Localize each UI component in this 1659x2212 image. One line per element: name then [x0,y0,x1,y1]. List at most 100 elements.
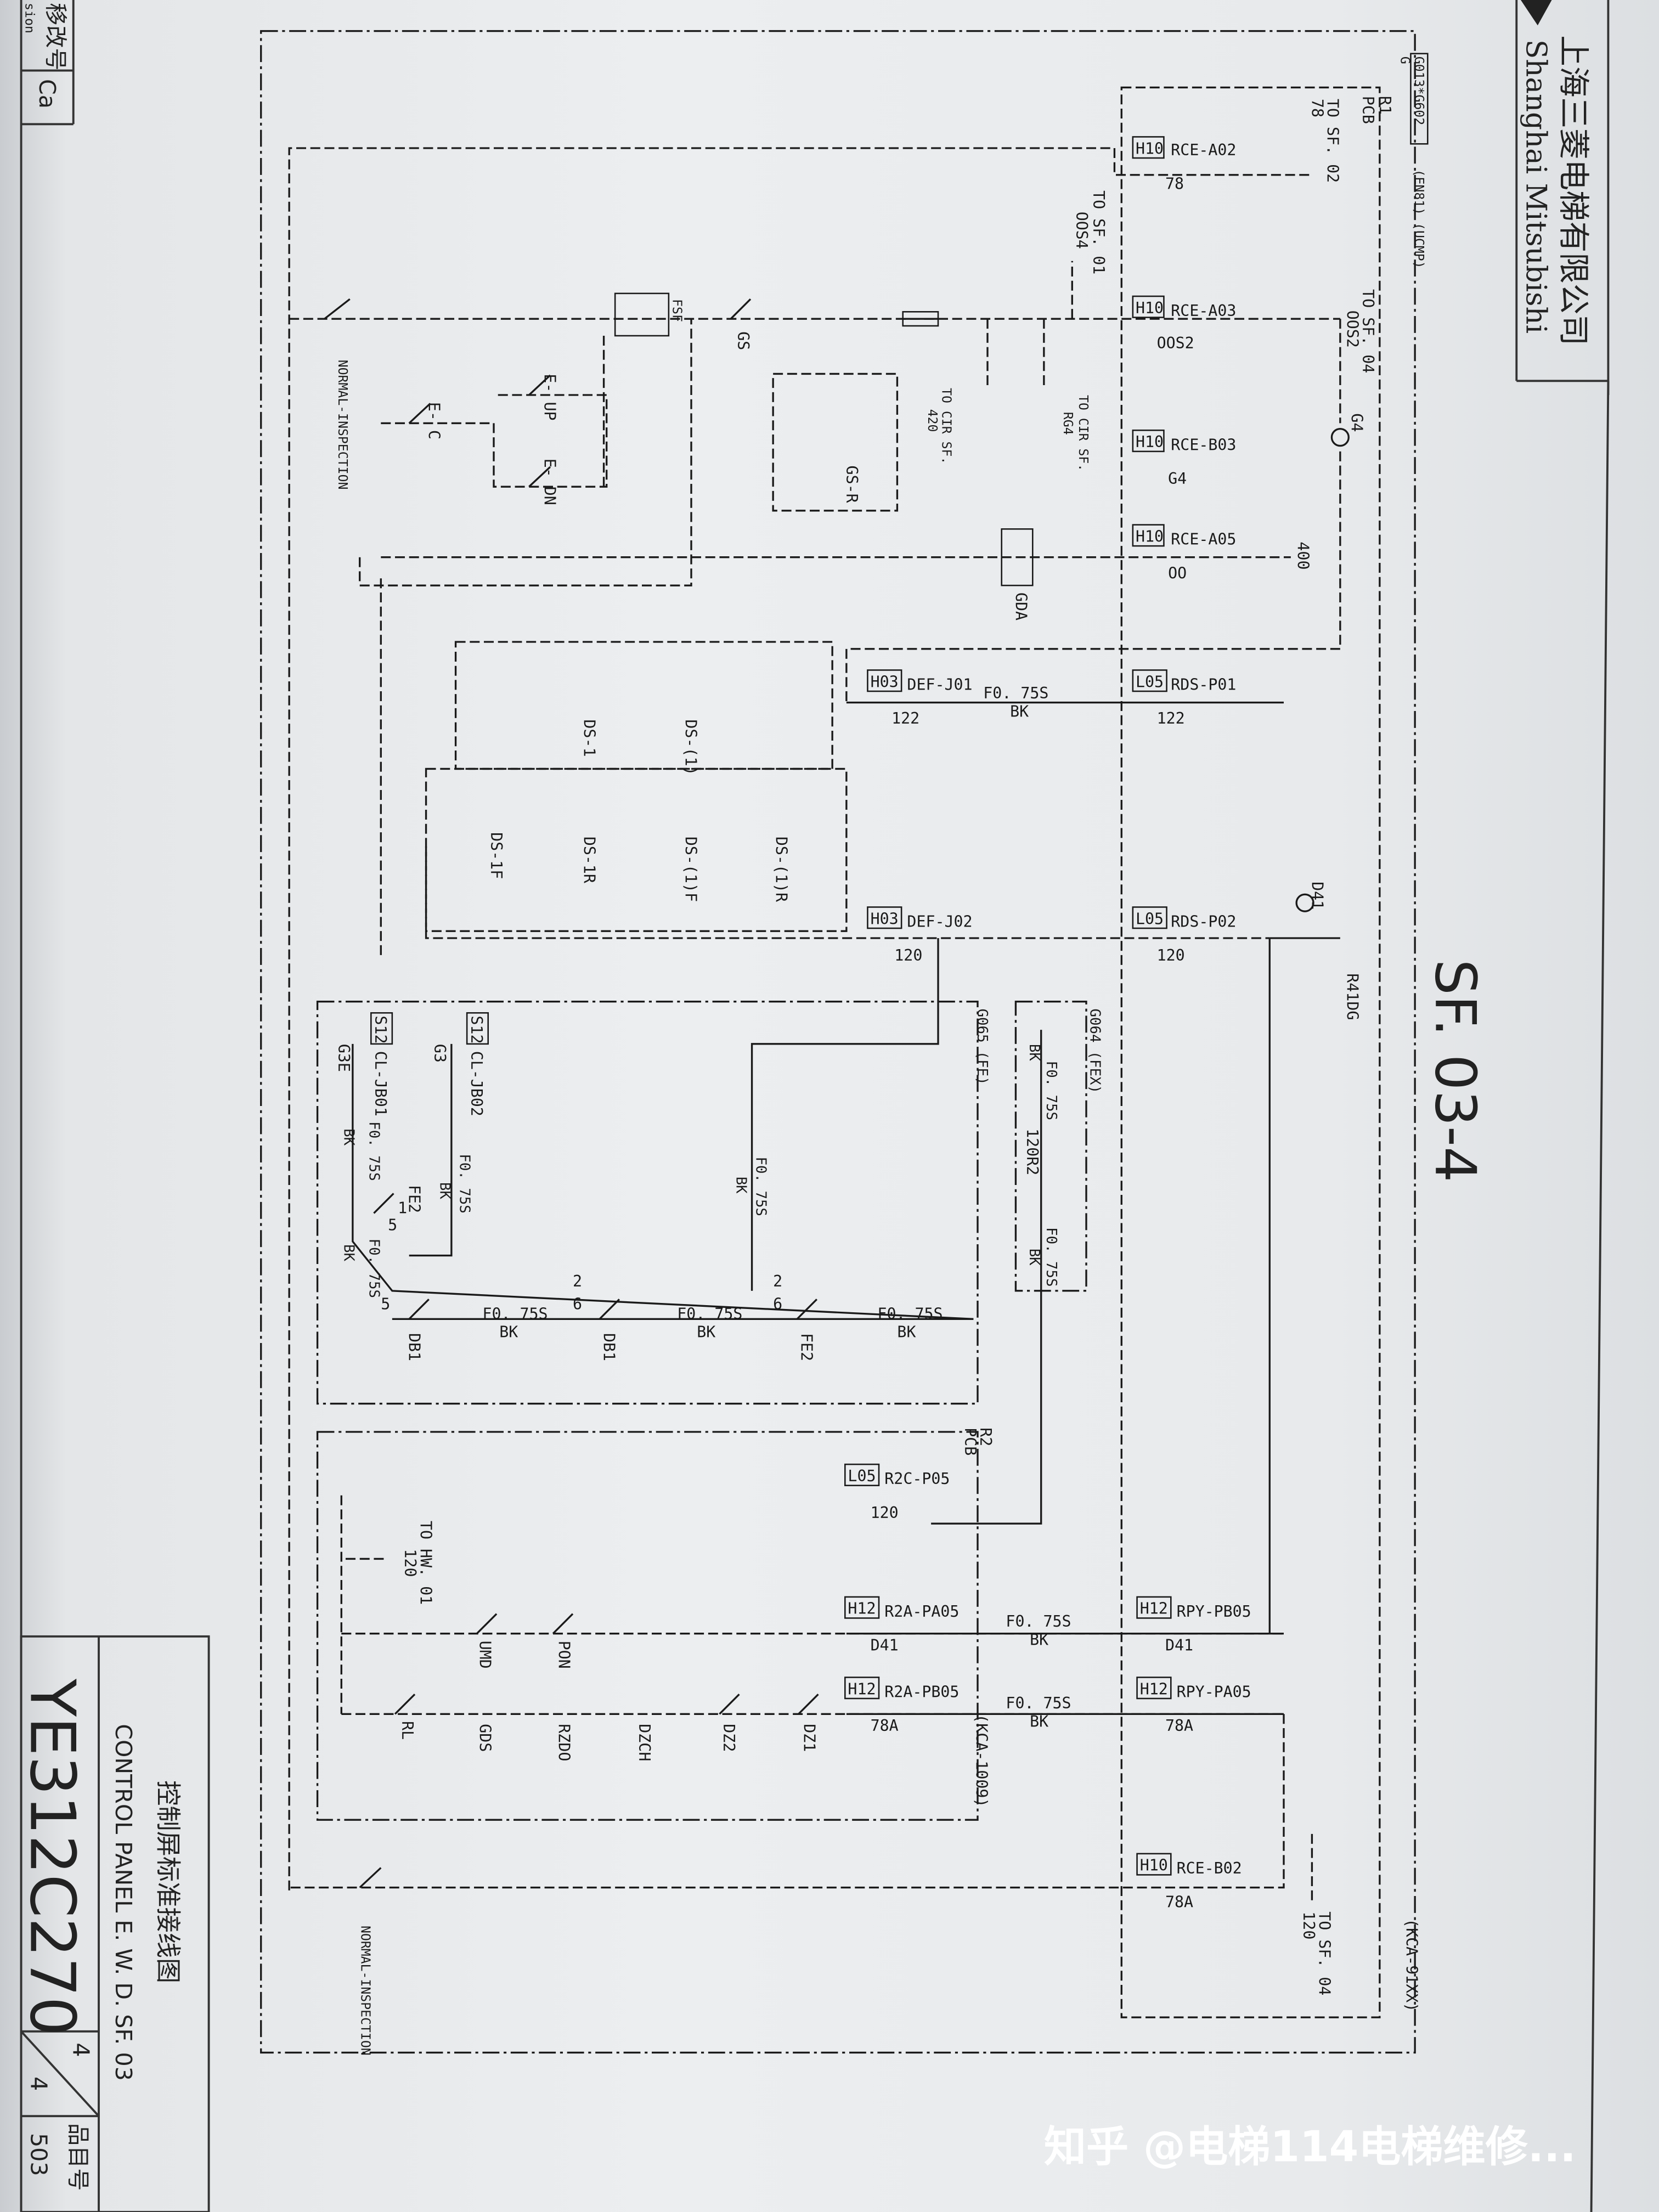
connector-cl-jb02: S12 CL-JB02 G3 [431,1012,489,1116]
svg-text:D41: D41 [1308,882,1326,910]
item-label: 品目号 [65,2123,92,2191]
door-switch-box-1 [454,641,833,770]
svg-text:(KCA-1009): (KCA-1009) [972,1714,990,1807]
svg-text:120: 120 [1300,1911,1318,1939]
svg-text:78A: 78A [1165,1893,1193,1911]
drawing-title-cn: 控制屏标准接线图 [154,1780,183,1983]
svg-text:R2C-P05: R2C-P05 [884,1470,950,1488]
svg-text:(KCA-91XX): (KCA-91XX) [1403,1918,1421,2012]
wire-spec: F0. 75S [752,1157,769,1216]
wire-spec: F0. 75S [1006,1694,1071,1712]
wire-spec: F0. 75S [1006,1612,1071,1630]
connector-cl-jb01: S12 CL-JB01 G3E [335,1012,393,1116]
svg-text:DZ1: DZ1 [800,1724,819,1752]
svg-text:DZCH: DZCH [635,1724,653,1761]
svg-text:5: 5 [381,1295,390,1313]
svg-text:(FE): (FE) [974,1051,990,1085]
connector-rds-p02: L05 RDS-P02 120 [1132,906,1236,964]
svg-text:PCB: PCB [961,1427,979,1455]
svg-text:TO HW. 01: TO HW. 01 [416,1521,435,1605]
svg-text:RDS-P01: RDS-P01 [1171,675,1236,693]
drawing-title-en: CONTROL PANEL E. W. D. SF. 03 [110,1724,137,2081]
wire-color: BK [1030,1630,1048,1649]
connector-r2a-pa05: H12 R2A-PA05 D41 [844,1596,959,1655]
sheet-id: SF. 03-4 [1423,960,1488,1183]
svg-text:OOS2: OOS2 [1157,334,1194,352]
svg-text:RCE-A03: RCE-A03 [1171,302,1236,320]
svg-text:FE2: FE2 [798,1333,816,1361]
svg-text:E- C: E- C [425,402,443,439]
svg-text:TO CIR SF.: TO CIR SF. [1076,395,1090,471]
svg-text:TO CIR SF.: TO CIR SF. [939,388,953,464]
svg-text:R2A-PA05: R2A-PA05 [884,1602,959,1621]
fex-board-boundary [1014,1001,1087,1292]
svg-text:TO SF. 04: TO SF. 04 [1359,289,1377,373]
svg-text:OOS2: OOS2 [1344,311,1362,348]
svg-text:RPY-PA05: RPY-PA05 [1177,1683,1251,1701]
board-standard: (EN81) (UCMP) [1412,170,1426,269]
svg-text:H10: H10 [1136,433,1164,451]
svg-text:DZ2: DZ2 [720,1724,738,1752]
svg-text:RCE-B03: RCE-B03 [1171,436,1236,454]
svg-text:RCE-A05: RCE-A05 [1171,531,1236,549]
svg-text:GDA: GDA [1012,592,1030,620]
svg-text:5: 5 [388,1216,397,1234]
svg-text:420: 420 [925,409,939,432]
svg-text:DEF-J01: DEF-J01 [907,675,972,693]
svg-text:OO: OO [1168,564,1187,582]
svg-text:TO SF. 02: TO SF. 02 [1324,99,1342,183]
svg-text:DS-(1): DS-(1) [682,719,700,775]
revision-value: Ca [34,79,60,109]
svg-text:E- DN: E- DN [541,459,559,505]
svg-text:120: 120 [871,1504,899,1522]
connector-rpy-pb05: H12 RPY-PB05 D41 [1136,1596,1251,1655]
svg-text:6: 6 [773,1295,782,1313]
connector-rce-a05: H10 RCE-A05 OO [1132,524,1236,582]
svg-text:DB1: DB1 [405,1333,424,1361]
svg-text:78: 78 [1165,175,1184,193]
wire-color: BK [897,1323,916,1341]
svg-text:L05: L05 [848,1467,876,1485]
svg-text:RDS-P02: RDS-P02 [1171,912,1236,930]
svg-text:H10: H10 [1140,1857,1168,1875]
wire-color: BK [1026,1044,1042,1061]
svg-text:H10: H10 [1136,139,1164,157]
svg-text:78: 78 [1308,99,1326,117]
svg-text:DS-1: DS-1 [580,719,599,757]
svg-text:120: 120 [894,946,922,964]
svg-text:2: 2 [773,1272,782,1290]
svg-text:6: 6 [573,1295,582,1313]
svg-text:G3: G3 [431,1044,449,1063]
svg-text:RPY-PB05: RPY-PB05 [1177,1602,1251,1621]
wire-spec: F0. 75S [1043,1227,1059,1286]
svg-text:122: 122 [1157,709,1185,727]
wires [288,147,1350,1905]
svg-text:H12: H12 [1140,1680,1168,1698]
board-code: G013*G602 [1412,57,1426,125]
svg-text:UMD: UMD [476,1641,494,1669]
wire-color: BK [340,1128,357,1146]
svg-text:NORMAL-INSPECTION: NORMAL-INSPECTION [358,1926,372,2056]
svg-text:H12: H12 [848,1680,876,1698]
svg-text:R2: R2 [977,1427,995,1446]
wire-color: BK [1010,702,1029,720]
wire-spec: F0. 75S [877,1305,943,1323]
svg-text:GS: GS [734,331,752,350]
svg-text:R41DG: R41DG [1344,973,1362,1020]
wire-color: BK [499,1323,518,1341]
connector-rds-p01: L05 RDS-P01 122 [1132,669,1236,727]
company-name-cn: 上海三菱电梯有限公司 [1555,35,1592,346]
svg-text:H10: H10 [1136,299,1164,317]
connector-rpy-pa05: H12 RPY-PA05 78A [1136,1677,1251,1735]
connector-r2a-pb05: H12 R2A-PB05 78A [844,1677,959,1735]
revision-label: 移改号 [42,3,69,70]
svg-text:PCB: PCB [1359,96,1377,124]
svg-text:CL-JB01: CL-JB01 [371,1051,390,1116]
svg-text:H10: H10 [1136,527,1164,545]
svg-text:G064: G064 [1087,1009,1103,1043]
svg-text:TO SF. 01: TO SF. 01 [1090,190,1108,274]
svg-text:120R2: 120R2 [1023,1128,1041,1175]
wire-color: BK [340,1244,357,1261]
svg-text:GDS: GDS [476,1724,494,1752]
svg-text:S12: S12 [371,1015,390,1043]
